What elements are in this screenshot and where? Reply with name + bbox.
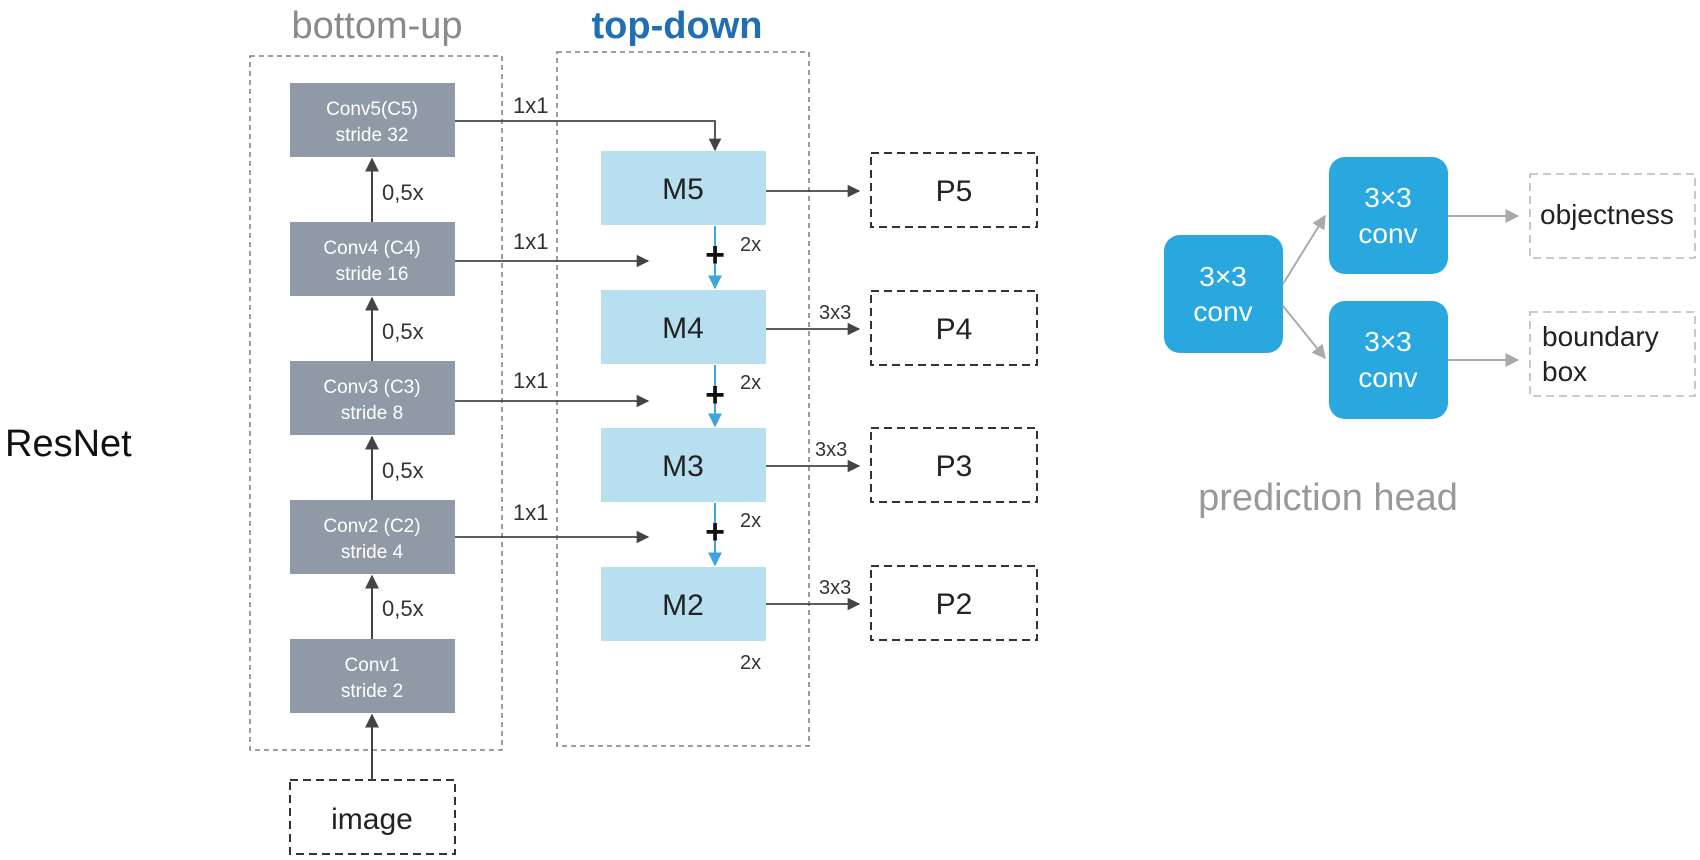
downsample-label: 0,5x <box>382 180 424 205</box>
conv-block-stride: stride 8 <box>341 403 403 424</box>
conv-block-c1: Conv1 stride 2 <box>290 639 455 713</box>
merge-block-label: M5 <box>662 173 704 206</box>
conv-block-name: Conv3 (C3) <box>323 377 420 398</box>
conv-block-stride: stride 2 <box>341 681 403 702</box>
arrow-head-to-boundary-conv <box>1282 305 1326 360</box>
boundary-box-output-label-line2: box <box>1542 356 1587 387</box>
top-down-title: top-down <box>592 5 763 47</box>
head-conv-kernel: 3×3 <box>1199 261 1247 292</box>
lateral-connections <box>455 120 722 544</box>
resnet-label: ResNet <box>5 423 132 465</box>
top-down-frame <box>556 51 810 747</box>
plus-sign: + <box>705 513 725 551</box>
plus-sign: + <box>705 376 725 414</box>
output-arrows <box>766 184 861 611</box>
objectness-output-label: objectness <box>1540 199 1674 230</box>
merge-block-label: M2 <box>662 589 704 622</box>
prediction-head-title: prediction head <box>1198 477 1458 519</box>
conv-block-stride: stride 4 <box>341 542 404 563</box>
lateral-label: 1x1 <box>513 500 548 525</box>
conv-block-name: Conv2 (C2) <box>323 516 420 537</box>
upsample-label: 2x <box>740 510 761 532</box>
downsample-label: 0,5x <box>382 319 424 344</box>
upsample-label: 2x <box>740 234 761 256</box>
bottom-up-title: bottom-up <box>291 5 462 47</box>
downsample-label: 0,5x <box>382 458 424 483</box>
downsample-label: 0,5x <box>382 596 424 621</box>
boundary-box-output-box <box>1529 311 1696 397</box>
lateral-c5-to-m5 <box>455 120 722 152</box>
pyramid-output-label: P3 <box>936 450 973 483</box>
smooth-label: 3x3 <box>819 302 851 324</box>
merge-block-m4: M4 <box>601 290 766 364</box>
pyramid-output-p4: P4 <box>870 290 1038 366</box>
head-conv-kernel: 3×3 <box>1364 326 1412 357</box>
conv-block-stride: stride 32 <box>336 125 409 146</box>
merge-block-label: M3 <box>662 450 704 483</box>
conv-block-c3: Conv3 (C3) stride 8 <box>290 361 455 435</box>
merge-block-m3: M3 <box>601 428 766 502</box>
head-conv-type: conv <box>1358 218 1417 249</box>
pyramid-output-label: P4 <box>936 313 973 346</box>
pyramid-output-label: P2 <box>936 588 973 621</box>
lateral-label: 1x1 <box>513 368 548 393</box>
pyramid-output-label: P5 <box>936 175 973 208</box>
boundary-box-output-label: boundary <box>1542 321 1659 352</box>
head-conv-type: conv <box>1193 296 1252 327</box>
head-conv-kernel: 3×3 <box>1364 182 1412 213</box>
merge-block-label: M4 <box>662 312 704 345</box>
smooth-label: 3x3 <box>819 577 851 599</box>
upsample-label: 2x <box>740 652 761 674</box>
head-conv-shared <box>1164 235 1283 353</box>
bottom-up-frame <box>249 55 503 751</box>
pyramid-output-p2: P2 <box>870 565 1038 641</box>
head-conv-boundary <box>1329 301 1448 419</box>
conv-block-c5: Conv5(C5) stride 32 <box>290 83 455 157</box>
image-input-box: image <box>289 779 456 855</box>
objectness-output-box <box>1529 173 1696 259</box>
merge-block-m5: M5 <box>601 151 766 225</box>
prediction-head: 3×3 conv 3×3 conv 3×3 conv objectness bo… <box>1164 157 1696 519</box>
pyramid-output-p5: P5 <box>870 152 1038 228</box>
conv-block-stride: stride 16 <box>336 264 409 285</box>
conv-block-name: Conv4 (C4) <box>323 238 420 259</box>
conv-block-c2: Conv2 (C2) stride 4 <box>290 500 455 574</box>
conv-block-name: Conv1 <box>345 655 400 676</box>
conv-block-c4: Conv4 (C4) stride 16 <box>290 222 455 296</box>
arrow-head-to-objectness-conv <box>1282 214 1326 285</box>
lateral-label: 1x1 <box>513 93 548 118</box>
conv-block-name: Conv5(C5) <box>326 99 418 120</box>
pyramid-output-p3: P3 <box>870 427 1038 503</box>
head-conv-objectness <box>1329 157 1448 274</box>
smooth-label: 3x3 <box>815 439 847 461</box>
plus-sign: + <box>705 236 725 274</box>
image-input-label: image <box>331 803 413 836</box>
upsample-label: 2x <box>740 372 761 394</box>
merge-block-m2: M2 <box>601 567 766 641</box>
head-conv-type: conv <box>1358 362 1417 393</box>
lateral-label: 1x1 <box>513 229 548 254</box>
